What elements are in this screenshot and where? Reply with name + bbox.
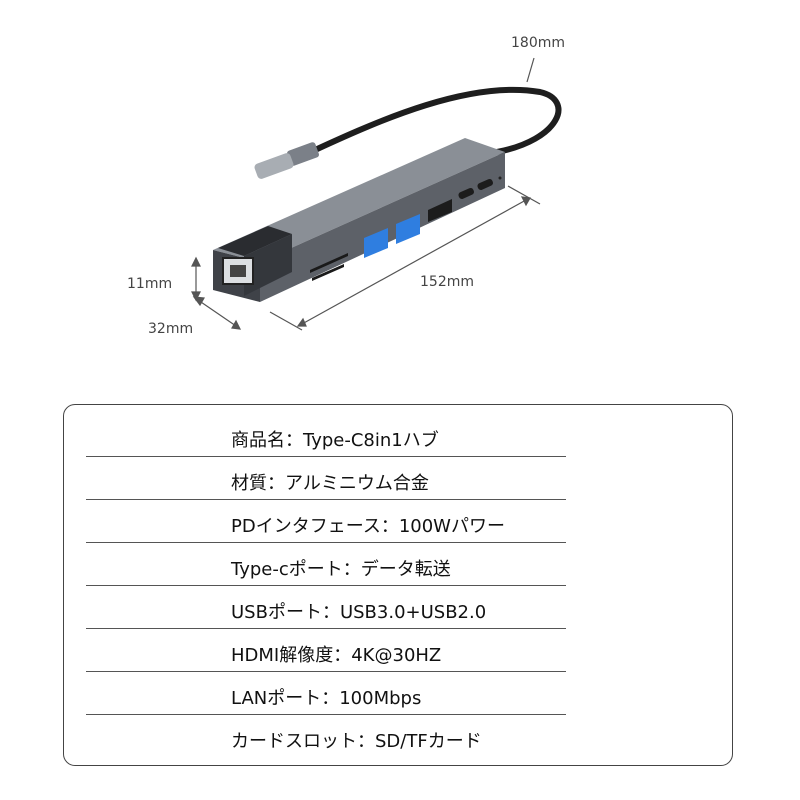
spec-divider (86, 671, 566, 672)
spec-row: USBポート：USB3.0+USB2.0 (86, 586, 566, 629)
hub-front-face (260, 152, 505, 302)
tf-card-slot (312, 264, 344, 281)
spec-row: HDMI解像度：4K@30HZ (86, 629, 566, 672)
usb-port-1 (364, 228, 388, 258)
type-c-plug (254, 142, 319, 179)
product-illustration: 180mm 11mm 32mm 152mm (127, 35, 565, 337)
usb-port-2 (396, 214, 420, 244)
spec-text: 材質：アルミニウム合金 (231, 473, 429, 494)
spec-row: LANポート：100Mbps (86, 672, 566, 715)
spec-text: LANポート：100Mbps (231, 688, 422, 709)
sd-card-slot (310, 253, 348, 273)
depth-label: 32mm (148, 321, 194, 337)
spec-row: 材質：アルミニウム合金 (86, 457, 566, 500)
type-c-port-1 (458, 187, 474, 199)
spec-divider (86, 542, 566, 543)
cable-length-label: 180mm (511, 35, 565, 51)
spec-text: USBポート：USB3.0+USB2.0 (231, 602, 487, 623)
spec-text: カードスロット：SD/TFカード (231, 731, 482, 752)
hub-cable (312, 86, 562, 155)
spec-row: PDインタフェース：100Wパワー (86, 500, 566, 543)
hub-top-face (213, 138, 505, 262)
lan-block-top (218, 226, 292, 256)
spec-row: 商品名：Type-C8in1ハブ (86, 414, 566, 457)
spec-text: 商品名：Type-C8in1ハブ (231, 430, 439, 451)
lan-block-front (244, 234, 292, 296)
spec-row: Type-cポート：データ転送 (86, 543, 566, 586)
spec-panel (63, 404, 733, 766)
usb-hub-drawing (191, 57, 562, 331)
spec-divider (86, 628, 566, 629)
status-led (498, 176, 502, 180)
type-c-port-2 (477, 178, 493, 190)
spec-row: カードスロット：SD/TFカード (86, 715, 566, 758)
spec-divider (86, 456, 566, 457)
spec-divider (86, 714, 566, 715)
spec-divider (86, 585, 566, 586)
length-label: 152mm (420, 274, 474, 290)
height-label: 11mm (127, 276, 173, 292)
spec-text: HDMI解像度：4K@30HZ (231, 645, 442, 666)
hdmi-port (428, 199, 452, 222)
dimension-lines (191, 57, 541, 331)
spec-text: PDインタフェース：100Wパワー (231, 516, 505, 537)
spec-text: Type-cポート：データ転送 (231, 559, 451, 580)
spec-divider (86, 499, 566, 500)
